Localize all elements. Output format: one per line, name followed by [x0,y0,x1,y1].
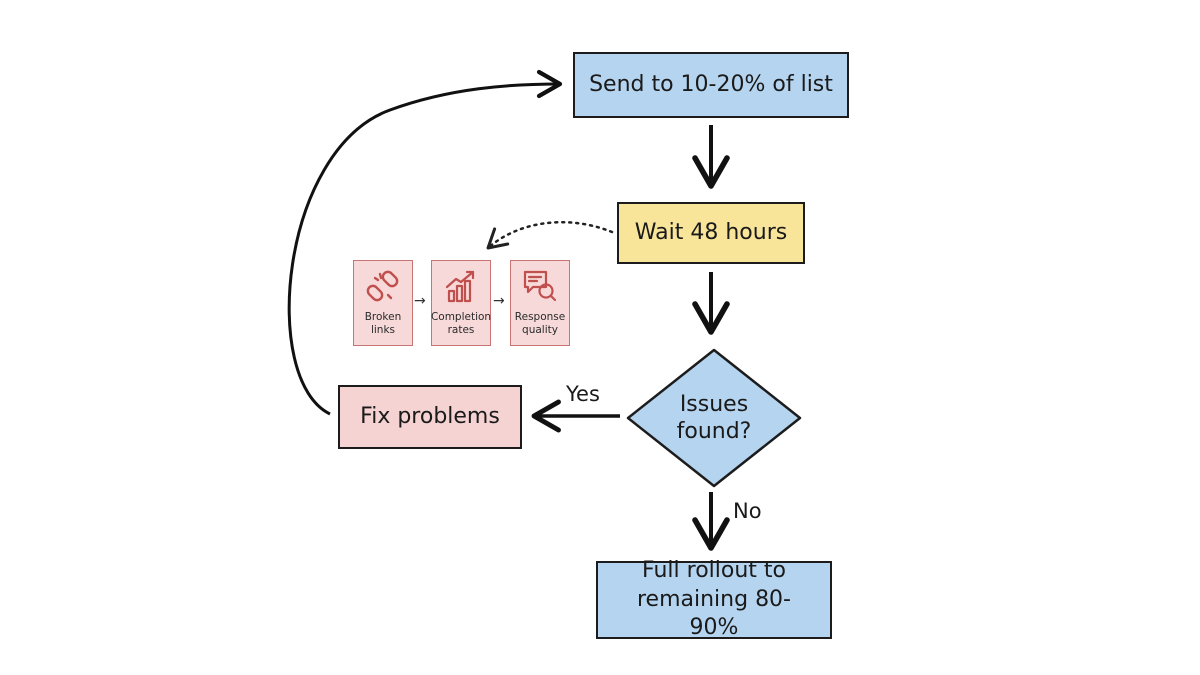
arrow-fix-to-send-loop [287,69,563,416]
broken-link-icon [366,270,399,302]
yes-label: Yes [566,382,600,406]
chart-up-icon [445,270,475,303]
check-arrow-2: → [493,293,505,309]
decision-diamond [626,348,802,488]
check-card-response-quality: Response quality [510,260,570,346]
no-label: No [733,499,762,523]
check-label-broken-links: Broken links [364,311,402,336]
check-arrow-1: → [414,293,426,309]
check-label-completion-rates: Completion rates [430,311,492,336]
send-sample-box: Send to 10-20% of list [573,52,849,118]
check-label-response-quality: Response quality [514,311,566,336]
decision-label-wrap: Issues found? [658,388,770,448]
decision-label: Issues found? [676,391,752,445]
wait-label: Wait 48 hours [634,219,788,245]
check-card-completion-rates: Completion rates [431,260,491,346]
check-card-broken-links: Broken links [353,260,413,346]
send-sample-label: Send to 10-20% of list [589,71,833,97]
fix-problems-box: Fix problems [338,385,522,449]
fix-problems-label: Fix problems [360,403,500,429]
wait-box: Wait 48 hours [617,202,805,264]
dotted-arrow-wait-to-checks [486,221,614,250]
full-rollout-label: Full rollout to remaining 80-90% [636,558,791,641]
full-rollout-box: Full rollout to remaining 80-90% [596,558,832,640]
magnifier-document-icon [523,270,557,302]
